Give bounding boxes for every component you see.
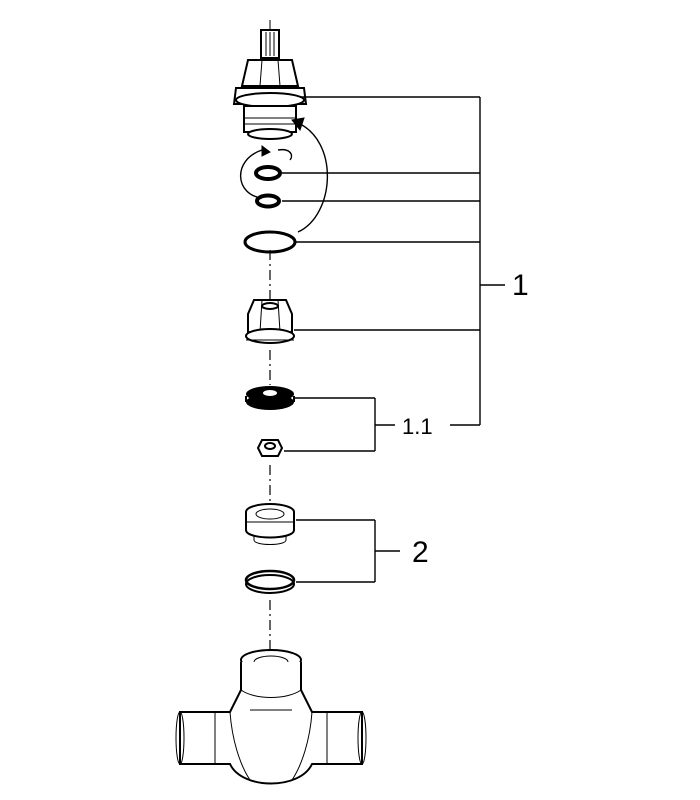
o-ring-small-b	[255, 193, 281, 209]
hex-guide-nut	[245, 299, 295, 344]
leader-lines-group-1	[282, 96, 505, 426]
seat-seal-ring	[244, 569, 296, 594]
label-assembly-2: 2	[412, 536, 429, 569]
hex-screw	[256, 439, 284, 457]
o-ring-large	[243, 230, 297, 254]
leader-lines-group-1-1	[284, 397, 395, 452]
leader-lines-group-2	[296, 519, 400, 583]
valve-body	[175, 649, 367, 785]
arrow-small	[239, 149, 263, 199]
seal-washer	[245, 386, 295, 410]
o-ring-small-a	[254, 165, 282, 181]
arrow-large	[295, 121, 328, 233]
headpart-cartridge	[232, 20, 308, 140]
cartridge-body	[243, 105, 297, 133]
valve-seat	[245, 503, 295, 545]
label-sub-1-1: 1.1	[402, 414, 433, 439]
cartridge-hex	[240, 59, 300, 87]
label-assembly-1: 1	[512, 269, 529, 302]
